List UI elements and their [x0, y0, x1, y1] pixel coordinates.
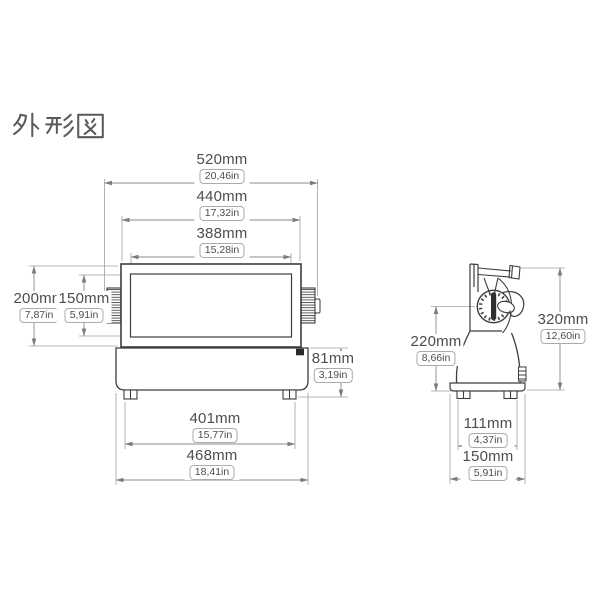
dimension-inch: 7,87in	[19, 307, 59, 323]
dimension-callout-440: 440mm 17,32in	[194, 188, 250, 221]
dimension-mm: 220mm	[410, 333, 462, 350]
knob-dial-side	[476, 289, 525, 324]
display-screen	[129, 273, 293, 338]
dimension-callout-320: 320mm 12,60in	[535, 311, 591, 344]
mount-hook	[502, 291, 525, 318]
dimension-mm: 520mm	[196, 151, 248, 168]
dimension-mm: 388mm	[196, 225, 248, 242]
dimension-inch: 3,19in	[313, 367, 353, 383]
knob-cap-right	[314, 298, 321, 314]
knob-slot	[491, 292, 497, 320]
dimension-mm: 111mm	[463, 415, 513, 432]
dimension-callout-220: 220mm 8,66in	[408, 333, 464, 366]
dimension-callout-150-side: 150mm 5,91in	[460, 448, 516, 481]
dimension-callout-401: 401mm 15,77in	[187, 410, 243, 443]
dimension-inch: 5,91in	[64, 307, 104, 323]
dimension-mm: 440mm	[196, 188, 248, 205]
dimension-inch: 5,91in	[468, 465, 508, 481]
dimension-mm: 468mm	[186, 447, 238, 464]
extension-lines	[431, 267, 565, 484]
terminal-block	[518, 366, 527, 382]
dimension-callout-468: 468mm 18,41in	[184, 447, 240, 480]
dimension-inch: 20,46in	[199, 168, 245, 184]
display-panel-side	[469, 263, 479, 331]
dimension-callout-111: 111mm 4,37in	[461, 415, 515, 448]
dimension-callout-520: 520mm 20,46in	[194, 151, 250, 184]
dimension-inch: 12,60in	[540, 328, 586, 344]
dimension-mm: 320mm	[537, 311, 589, 328]
dimension-inch: 18,41in	[189, 464, 235, 480]
base-side	[449, 382, 526, 392]
base-front	[115, 347, 309, 391]
knob-shaft	[497, 300, 515, 314]
dimension-inch: 17,32in	[199, 205, 245, 221]
feet-front	[123, 389, 297, 400]
feet-side	[456, 390, 518, 400]
extension-lines	[29, 179, 348, 485]
dimension-callout-150-front: 150mm 5,91in	[56, 290, 112, 323]
dimension-inch: 15,28in	[199, 242, 245, 258]
dimension-callout-81: 81mm 3,19in	[309, 350, 357, 383]
dimension-inch: 4,37in	[468, 432, 508, 448]
base-latch-detail	[296, 348, 304, 356]
dimension-mm: 150mm	[58, 290, 110, 307]
dimension-callout-388: 388mm 15,28in	[194, 225, 250, 258]
mount-arm	[477, 264, 521, 334]
page-title: 外形図	[12, 111, 106, 147]
front-view	[29, 179, 348, 485]
dimension-mm: 200mm	[13, 290, 65, 307]
dimension-inch: 8,66in	[416, 350, 456, 366]
dimension-mm: 150mm	[462, 448, 514, 465]
dimension-inch: 15,77in	[192, 427, 238, 443]
dimension-mm: 401mm	[189, 410, 241, 427]
dimension-mm: 81mm	[311, 350, 355, 367]
side-knob-right	[300, 287, 316, 324]
page-title-glyphs	[13, 112, 104, 139]
